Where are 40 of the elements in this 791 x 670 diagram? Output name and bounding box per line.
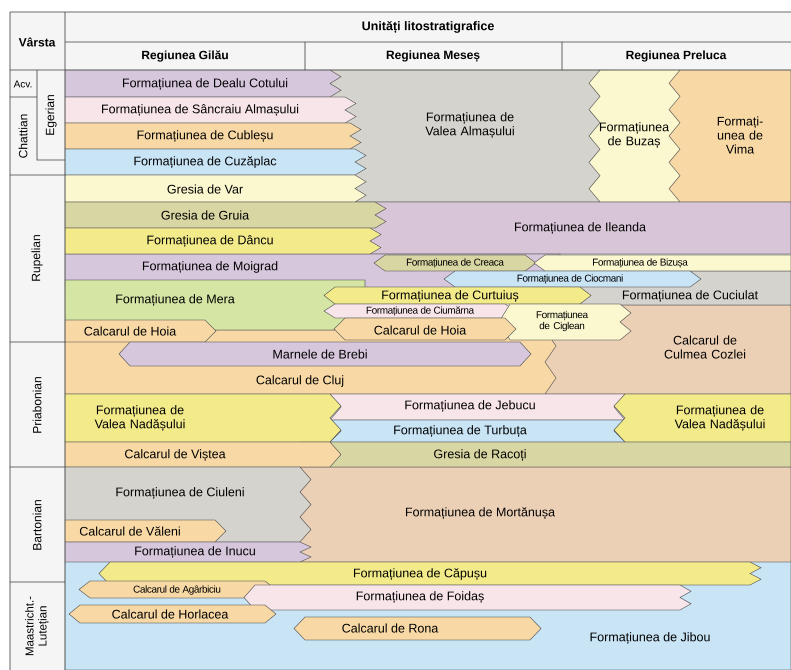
column-header: Unități litostratigrafice — [362, 20, 494, 34]
formation-unit: Calcarul de Rona — [294, 616, 542, 640]
formation-unit: Formațiunea de Căpușu — [98, 562, 762, 586]
formation-unit: Formațiunea de Ciocmani — [444, 270, 702, 288]
formation-unit: Formațiunea de Cubleșu — [64, 122, 362, 150]
column-header: Vârsta — [18, 37, 56, 47]
formation-unit: Formațiunea de Mortănușa — [290, 466, 791, 562]
age-label: Maastricht.- Lutețian — [25, 596, 49, 656]
column-header: Regiunea Preluca — [626, 50, 726, 62]
formation-unit: Calcarul de Viștea — [64, 442, 342, 468]
formation-unit: Gresia de Racoți — [300, 442, 791, 468]
formation-unit: Formațiunea de Turbuța — [329, 420, 626, 442]
formation-unit: Formațiunea de Valea Nadășului — [614, 394, 791, 442]
formation-unit: Formațiunea de Dealu Cotului — [64, 70, 342, 98]
formation-unit: Formațiunea de Cuzăplac — [64, 148, 367, 176]
formation-unit: Formațiunea de Inucu — [64, 542, 312, 562]
formation-unit: Formațiunea de Jebucu — [329, 394, 626, 420]
formation-unit: Formați- unea de Vima — [668, 70, 791, 202]
formation-unit: Formațiunea de Dâncu — [64, 228, 382, 254]
formation-unit: Gresia de Gruia — [64, 202, 387, 228]
age-label: Chattian — [18, 114, 28, 158]
formation-unit: Gresia de Var — [64, 174, 367, 202]
formation-unit: Calcarul de Hoia — [334, 318, 516, 340]
formation-unit: Calcarul de Hoia — [64, 320, 216, 342]
formation-unit: Formațiunea de Sâncraiu Almașului — [64, 96, 357, 124]
age-label: Acv. — [14, 80, 32, 88]
formation-unit: Formațiunea de Creaca — [374, 254, 537, 272]
formation-unit: Marnele de Brebi — [118, 342, 532, 366]
formation-unit: Calcarul de Văleni — [64, 520, 226, 542]
age-label: Egerian — [45, 95, 57, 135]
formation-unit: Formațiunea de Bizușa — [534, 254, 791, 272]
formation-unit: Formațiunea de Foidaș — [244, 584, 692, 610]
formation-unit: Formațiunea de Curtuiuș — [324, 286, 592, 304]
age-label: Priabonian — [32, 377, 42, 433]
age-label: Rupelian — [31, 235, 43, 281]
formation-unit: Calcarul de Horlacea — [68, 604, 276, 624]
age-label: Bartonian — [32, 500, 42, 550]
formation-unit: Formațiunea de Ileanda — [340, 202, 791, 254]
column-header: Regiunea Gilău — [142, 50, 228, 62]
formation-unit: Formațiunea de Valea Nadășului — [64, 394, 342, 442]
